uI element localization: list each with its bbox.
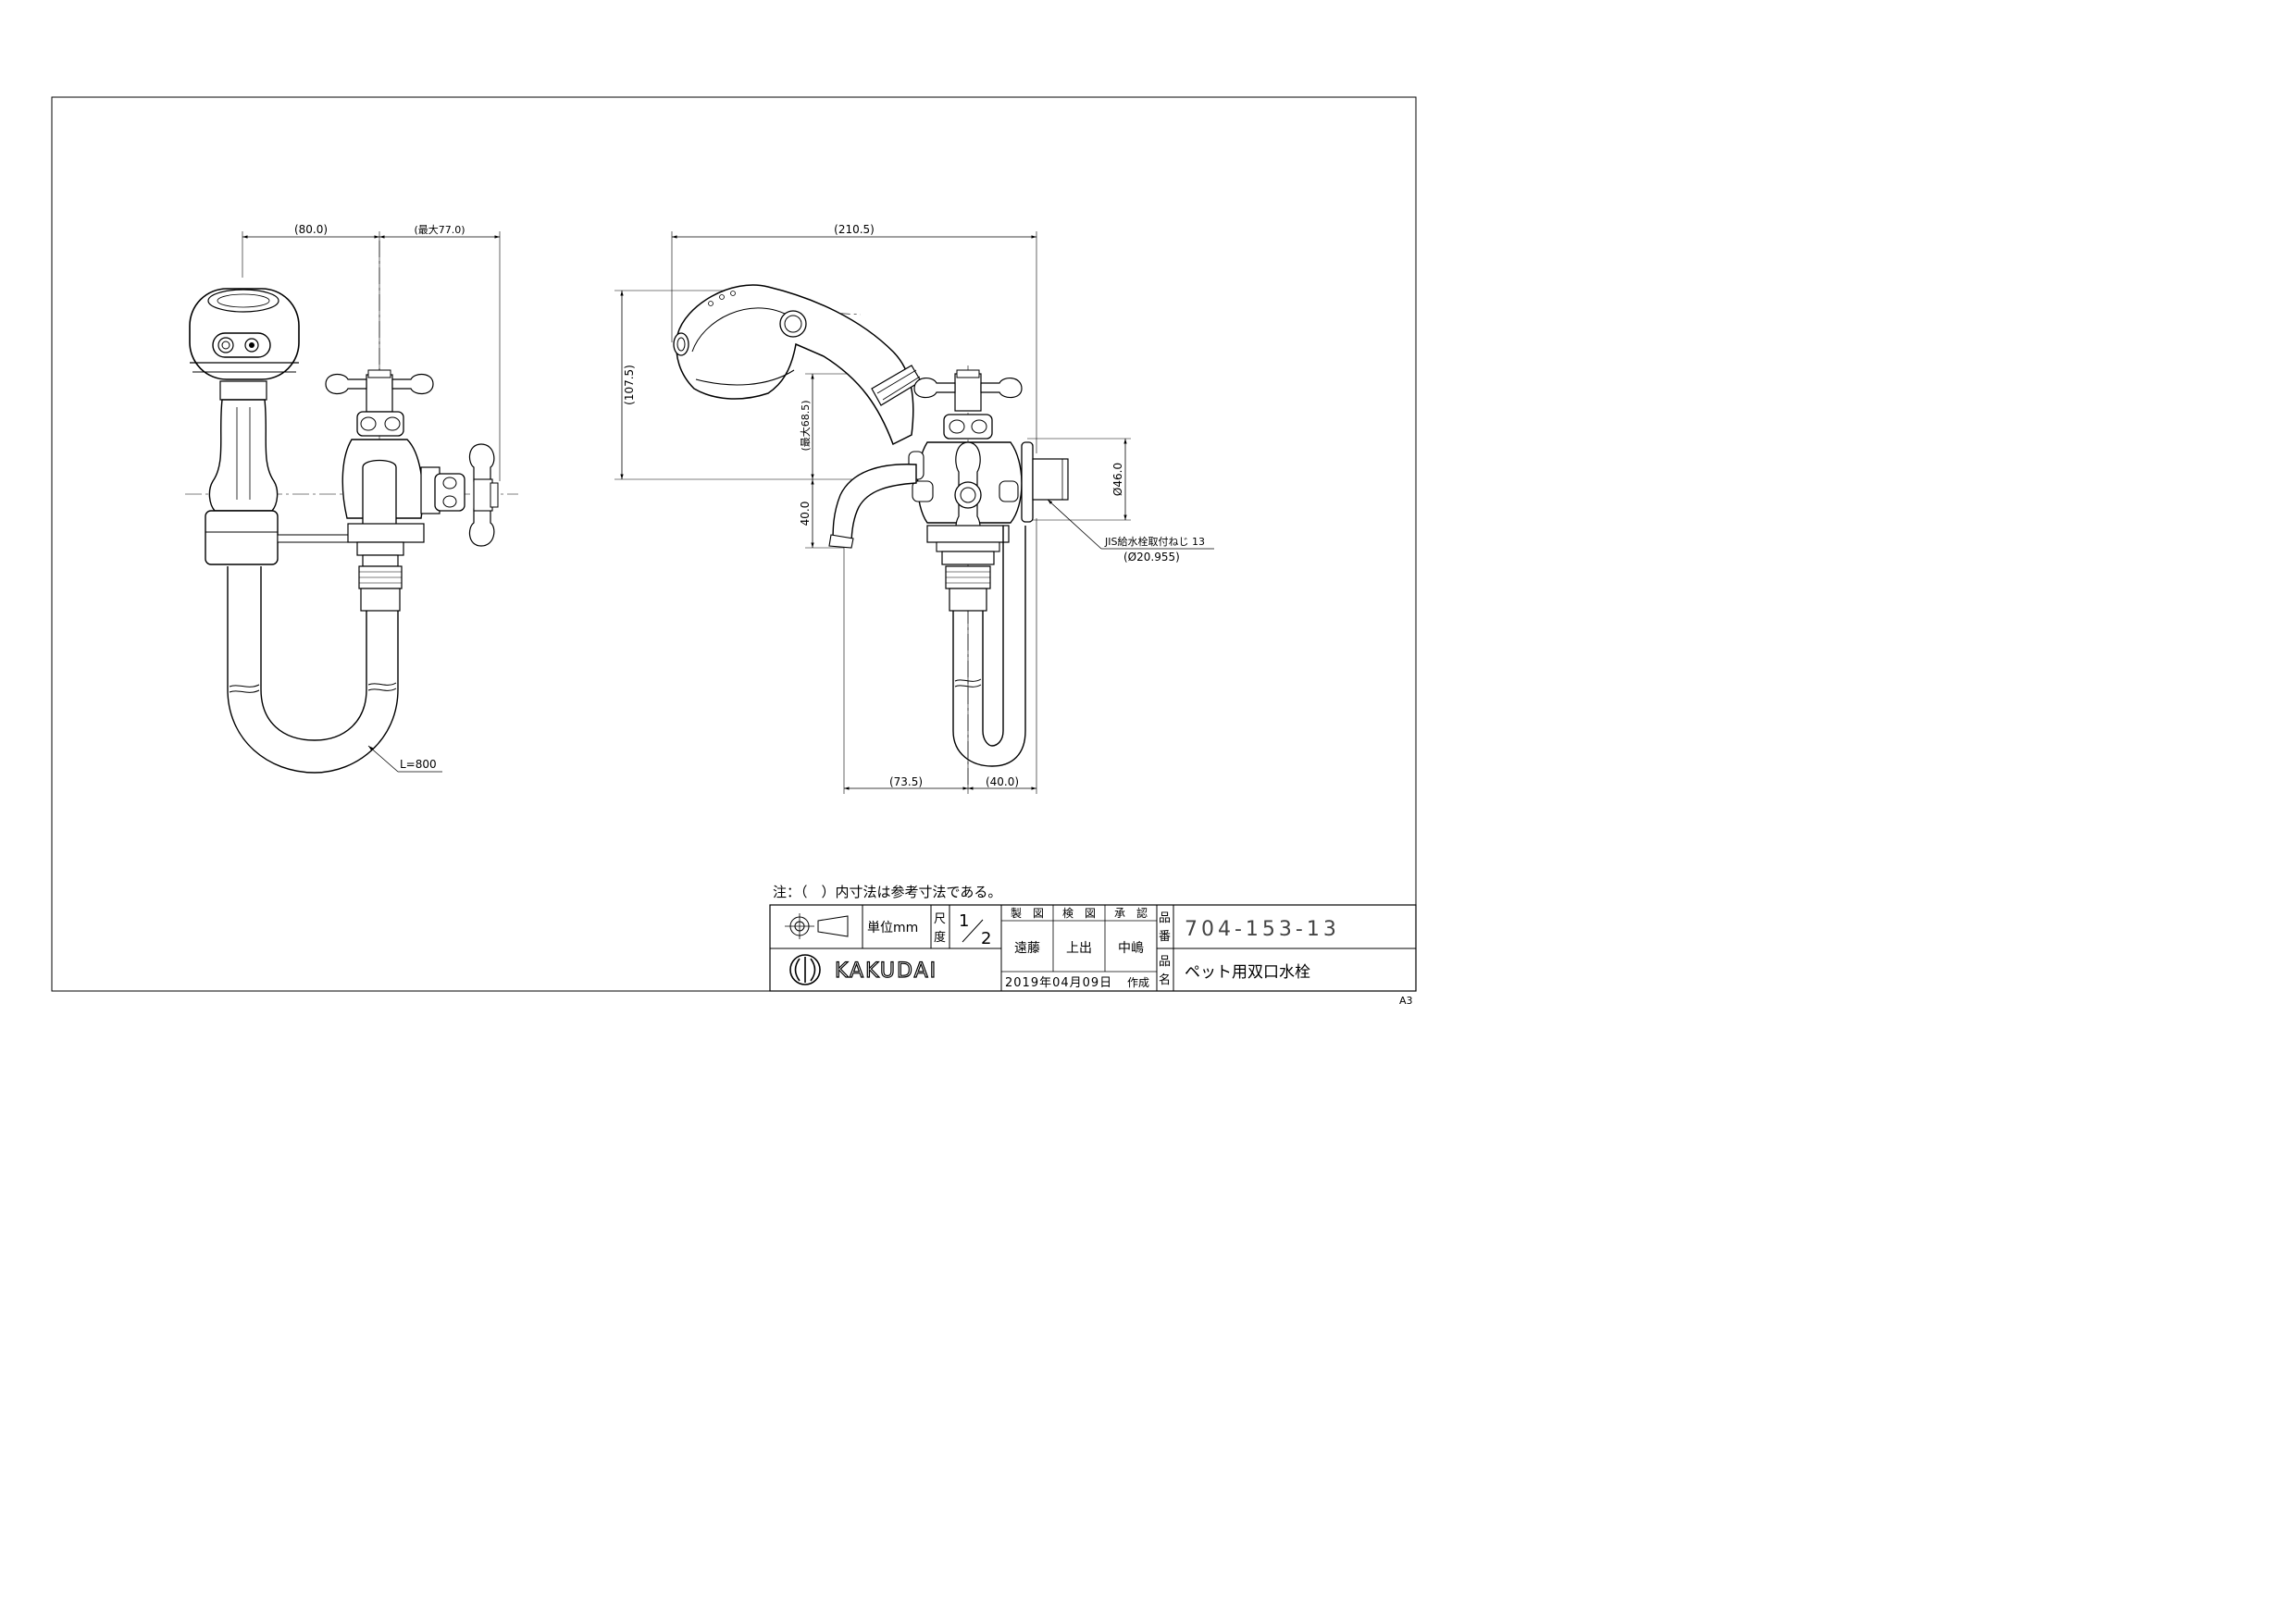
scale-numerator: 1 (959, 911, 969, 931)
scale-denominator: 2 (981, 929, 991, 948)
part-no-label-1: 品 (1159, 911, 1171, 925)
part-name: ペット用双口水栓 (1185, 963, 1310, 982)
created-label: 作成 (1127, 976, 1149, 989)
dim-left-reach: (最大77.0) (414, 223, 465, 236)
dim-overall-width: (210.5) (834, 223, 875, 236)
brand-name: KAKUDAI (835, 960, 937, 983)
drawn-by: 遠藤 (1014, 941, 1040, 956)
approved-header: 承 認 (1114, 906, 1148, 920)
part-name-label-2: 名 (1159, 973, 1171, 987)
part-no-label-2: 番 (1159, 930, 1171, 944)
front-view: (80.0) (最大77.0) (185, 223, 518, 774)
side-view: (210.5) (107.5) (最大68.5) 40.0 Ø46.0 (73.… (614, 223, 1214, 794)
scale-label-2: 度 (934, 930, 946, 945)
kakudai-logo-icon (789, 954, 821, 985)
projection-symbol-icon (785, 913, 849, 939)
dim-hose-length: L=800 (400, 758, 437, 771)
unit-label: 単位mm (867, 921, 918, 935)
scale-label-1: 尺 (934, 912, 946, 926)
approved-by: 中嶋 (1118, 941, 1144, 956)
title-block: 単位mm 尺 度 1 2 製 図 検 図 承 認 遠藤 上出 中嶋 品 番 70… (769, 904, 1417, 992)
drawing-frame (51, 96, 1417, 992)
checked-by: 上出 (1066, 941, 1092, 956)
checked-header: 検 図 (1062, 907, 1096, 920)
dim-spout-height: 40.0 (799, 502, 812, 527)
drawing-date: 2019年04月09日 (1005, 976, 1112, 990)
dim-left-width: (80.0) (294, 223, 328, 236)
technical-drawing: (80.0) (最大77.0) (51, 96, 1417, 1007)
part-number: 704-153-13 (1185, 918, 1340, 941)
dim-spout-reach: (73.5) (889, 775, 923, 788)
reference-note: 注：（ ）内寸法は参考寸法である。 (773, 884, 1001, 900)
sheet-size: A3 (1399, 995, 1413, 1007)
dim-body-offset: (40.0) (986, 775, 1019, 788)
drawn-header: 製 図 (1011, 907, 1044, 920)
thread-label: JIS給水栓取付ねじ 13 (1104, 535, 1205, 548)
dim-diameter: Ø46.0 (1111, 463, 1124, 496)
thread-size: (Ø20.955) (1123, 551, 1180, 564)
dim-max-height: (最大68.5) (799, 400, 812, 451)
dim-overall-height: (107.5) (623, 365, 636, 405)
part-name-label-1: 品 (1159, 955, 1171, 969)
